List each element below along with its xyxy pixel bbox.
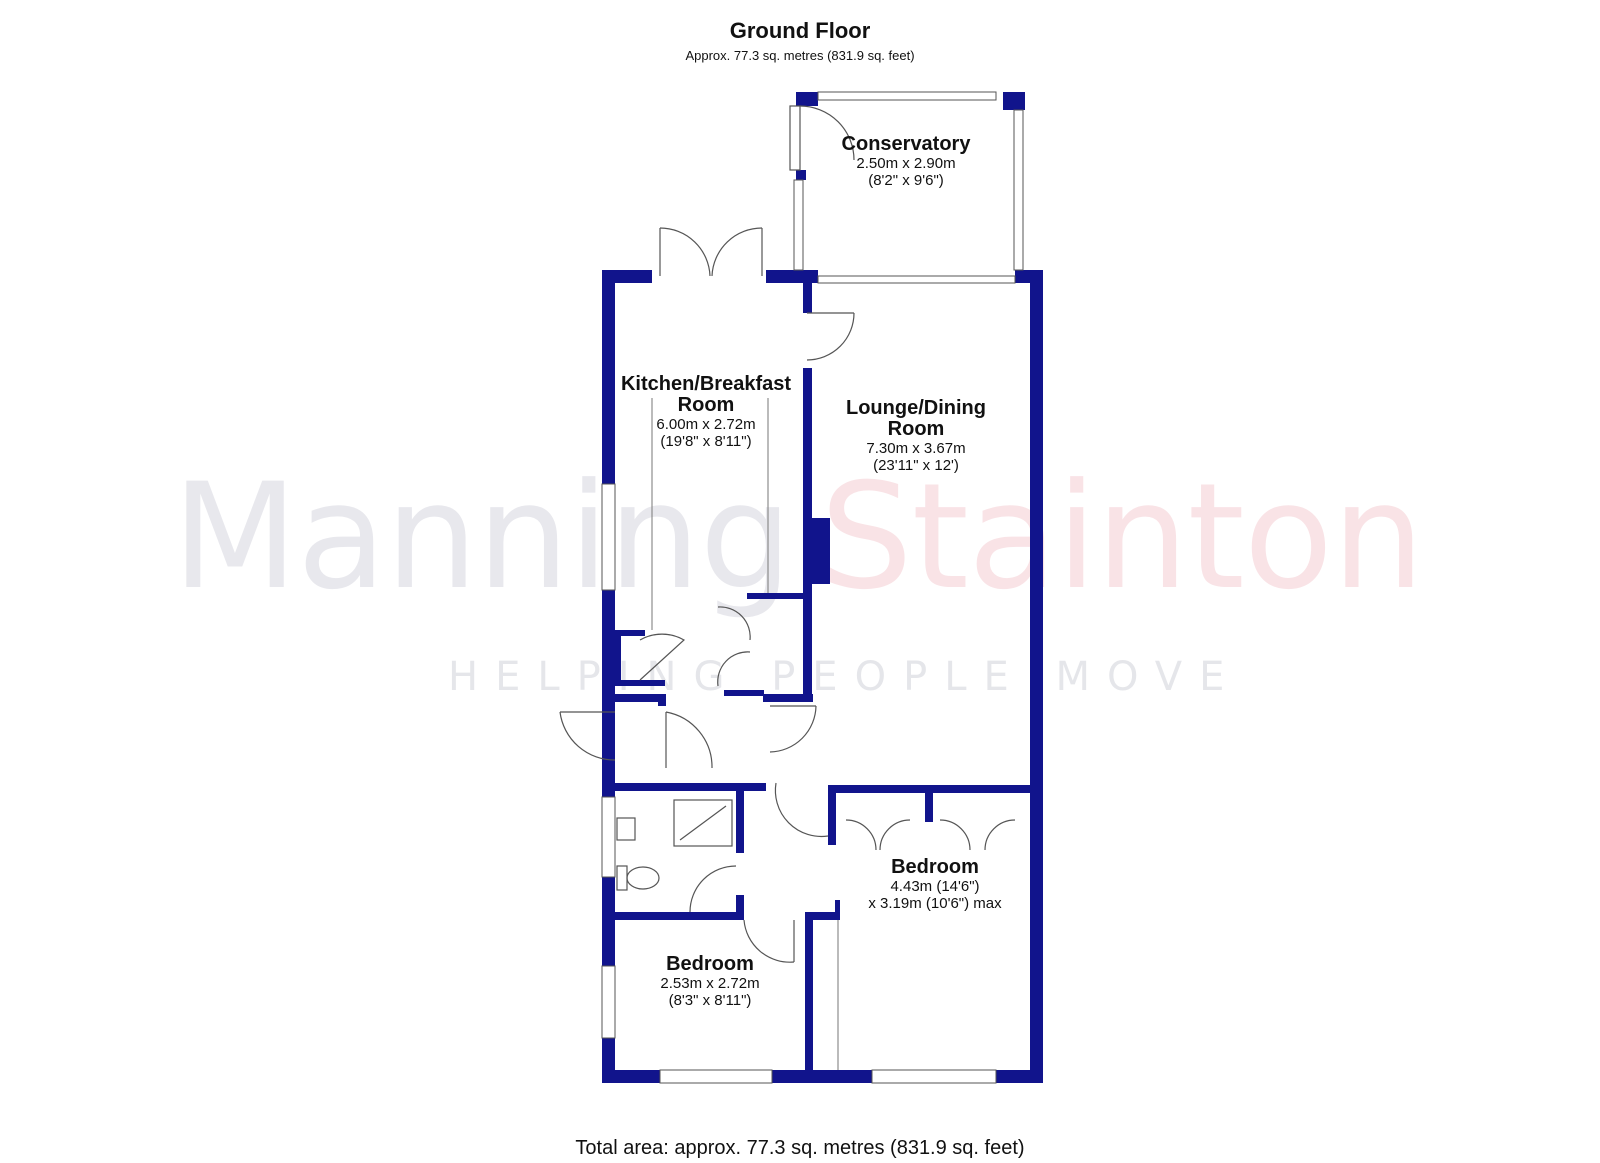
watermark-tagline: HELPING PEOPLE MOVE xyxy=(448,654,1242,700)
room-imperial: (19'8" x 8'11") xyxy=(660,433,752,451)
room-bedroom-small: Bedroom 2.53m x 2.72m (8'3" x 8'11") xyxy=(616,954,804,1010)
bathroom-fixtures xyxy=(616,799,733,891)
room-name-line2: Room xyxy=(677,394,735,416)
room-metric: 2.50m x 2.90m xyxy=(856,155,956,172)
floor-title: Ground Floor xyxy=(729,18,871,43)
room-dimension-line1: 4.43m (14'6") xyxy=(890,878,980,895)
walls xyxy=(602,92,1043,1083)
room-name: Conservatory xyxy=(841,133,971,155)
watermark-brand-right: Stainton xyxy=(820,452,1425,622)
room-bedroom-main: Bedroom 4.43m (14'6") x 3.19m (10'6") ma… xyxy=(840,857,1030,913)
total-area-footer: Total area: approx. 77.3 sq. metres (831… xyxy=(575,1137,1025,1159)
room-name-line1: Lounge/Dining xyxy=(846,397,986,419)
room-imperial: (23'11" x 12') xyxy=(873,457,959,475)
room-conservatory: Conservatory 2.50m x 2.90m (8'2" x 9'6") xyxy=(816,134,996,190)
windows xyxy=(601,91,1024,1084)
kitchen-worktops xyxy=(651,398,839,1070)
room-metric: 6.00m x 2.72m xyxy=(656,416,756,433)
room-kitchen: Kitchen/Breakfast Room 6.00m x 2.72m (19… xyxy=(596,374,816,451)
room-dimension-line2: x 3.19m (10'6") max xyxy=(868,895,1002,913)
room-lounge-dining: Lounge/Dining Room 7.30m x 3.67m (23'11"… xyxy=(816,398,1016,475)
room-name: Bedroom xyxy=(666,953,754,975)
room-name-line1: Kitchen/Breakfast xyxy=(620,373,792,395)
room-imperial: (8'2" x 9'6") xyxy=(868,172,944,190)
room-imperial: (8'3" x 8'11") xyxy=(668,992,752,1010)
doors xyxy=(559,105,1016,963)
watermark-brand-left: Manning xyxy=(172,452,792,622)
floor-area-subtitle: Approx. 77.3 sq. metres (831.9 sq. feet) xyxy=(685,48,915,63)
room-metric: 2.53m x 2.72m xyxy=(660,975,760,992)
room-name-line2: Room xyxy=(887,418,945,440)
room-metric: 7.30m x 3.67m xyxy=(866,440,966,457)
room-name: Bedroom xyxy=(891,856,979,878)
